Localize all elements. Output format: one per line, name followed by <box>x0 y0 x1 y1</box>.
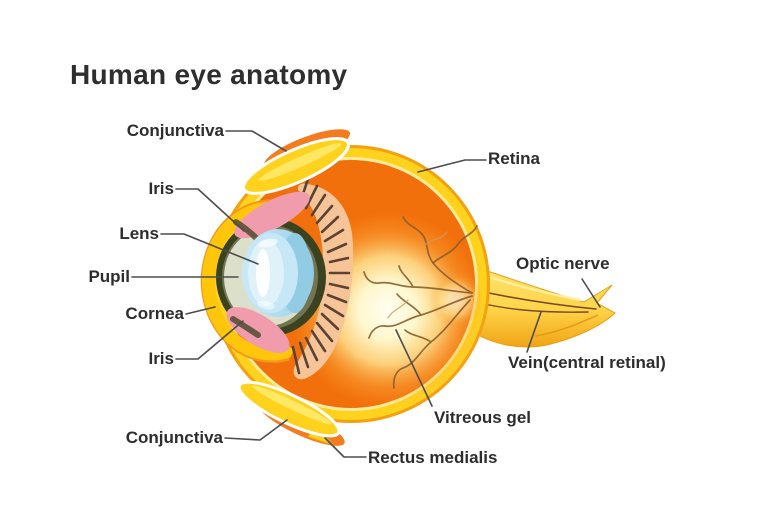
label-conjunctiva-top: Conjunctiva <box>126 121 224 140</box>
lens <box>242 229 314 317</box>
leader-optic-nerve <box>581 278 601 308</box>
page-title: Human eye anatomy <box>70 58 348 90</box>
leader-conjunctiva-bottom <box>224 419 288 441</box>
iris-lower <box>226 307 290 353</box>
label-iris-bottom: Iris <box>148 349 174 368</box>
label-vitreous-gel: Vitreous gel <box>434 408 531 427</box>
label-cornea: Cornea <box>125 304 184 323</box>
leader-rectus-medialis <box>324 437 367 458</box>
ciliary-processes <box>291 177 351 375</box>
label-retina: Retina <box>488 149 540 168</box>
label-lens: Lens <box>119 224 159 243</box>
retinal-vessels <box>363 216 478 389</box>
leader-retina <box>417 159 487 173</box>
leader-cornea <box>185 306 216 315</box>
pupil-highlight <box>256 249 270 297</box>
anterior-segment <box>200 191 326 363</box>
label-iris-top: Iris <box>148 179 174 198</box>
iris-upper <box>234 191 310 239</box>
label-vein-central-retinal: Vein(central retinal) <box>508 353 666 372</box>
conjunctiva-flap-bottom <box>237 380 347 448</box>
label-rectus-medialis: Rectus medialis <box>368 448 498 467</box>
leader-lens <box>160 233 259 265</box>
label-pupil: Pupil <box>88 267 130 286</box>
leader-vitreous-gel <box>395 329 433 407</box>
conjunctiva-flap-top <box>242 127 353 195</box>
leader-iris-bottom <box>175 320 244 360</box>
leader-vein <box>526 311 542 353</box>
leader-conjunctiva-top <box>225 130 287 152</box>
leader-lines <box>131 130 601 458</box>
label-optic-nerve: Optic nerve <box>516 254 610 273</box>
leader-iris-top <box>175 188 245 232</box>
label-conjunctiva-bottom: Conjunctiva <box>125 428 223 447</box>
